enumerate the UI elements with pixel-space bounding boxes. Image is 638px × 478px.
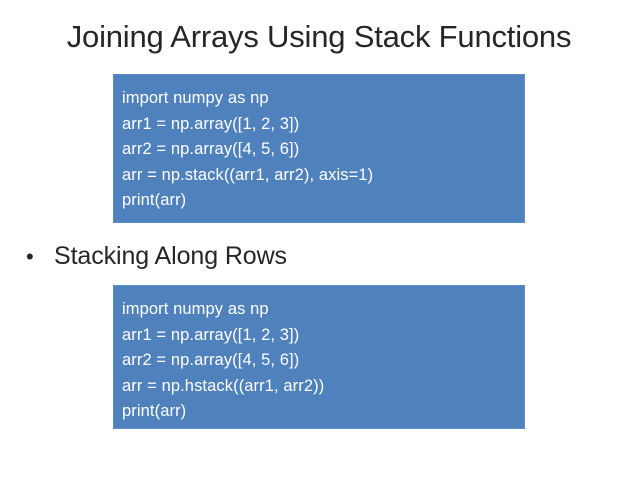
code-line: arr2 = np.array([4, 5, 6]) — [122, 140, 300, 158]
bullet-marker-icon: • — [26, 244, 34, 269]
code-line: arr2 = np.array([4, 5, 6]) — [122, 351, 300, 369]
code-line: arr = np.stack((arr1, arr2), axis=1) — [122, 165, 374, 184]
bullet-item-stacking-along-rows: • Stacking Along Rows — [26, 240, 287, 273]
code-line: arr = np.hstack((arr1, arr2)) — [122, 376, 325, 395]
code-block-hstack: import numpy as np arr1 = np.array([1, 2… — [113, 285, 525, 429]
code-line: import numpy as np — [122, 300, 269, 318]
code-line: print(arr) — [122, 191, 187, 209]
bullet-item-label: Stacking Along Rows — [54, 242, 287, 270]
code-line: import numpy as np — [122, 89, 269, 107]
code-line: arr1 = np.array([1, 2, 3]) — [122, 325, 300, 344]
code-block-stack-axis1: import numpy as np arr1 = np.array([1, 2… — [113, 74, 525, 223]
page-title: Joining Arrays Using Stack Functions — [66, 19, 572, 54]
code-line: arr1 = np.array([1, 2, 3]) — [122, 114, 300, 133]
code-line: print(arr) — [122, 402, 187, 420]
